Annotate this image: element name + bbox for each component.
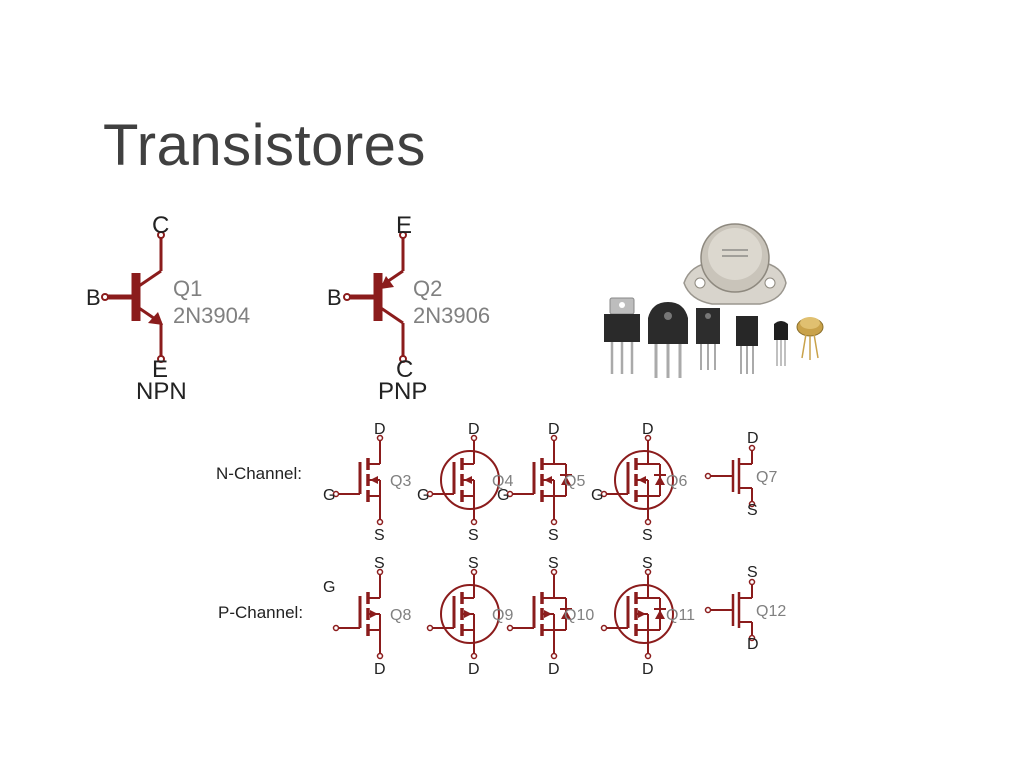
mosfet-ref-label: Q6	[666, 473, 687, 490]
terminal-d-label: D	[548, 421, 560, 438]
pnp-type-label: PNP	[378, 378, 427, 405]
mosfet-q10: S D Q10	[506, 555, 594, 678]
mosfet-ref-label: Q12	[756, 603, 786, 620]
terminal-g-label: G	[497, 487, 509, 504]
terminal-s-label: S	[374, 527, 385, 544]
to202-package-image	[736, 316, 758, 374]
mosfet-ref-label: Q9	[492, 607, 513, 624]
mosfet-q7: D S Q7	[704, 430, 777, 519]
transistor-packages-photo	[604, 223, 824, 378]
terminal-d-label: D	[374, 421, 386, 438]
pnp-ref-label: Q2	[413, 276, 442, 301]
npn-collector-label: C	[152, 212, 169, 239]
terminal-d-label: D	[374, 661, 386, 678]
to18-package-image	[796, 317, 824, 360]
mosfet-q12: S D Q12	[704, 564, 786, 653]
npn-part-label: 2N3904	[173, 303, 250, 328]
mosfet-q8: S D G Q8	[323, 555, 411, 678]
pnp-collector-label: C	[396, 356, 413, 383]
terminal-g-label: G	[323, 487, 335, 504]
terminal-s-label: S	[747, 502, 758, 519]
mosfet-ref-label: Q7	[756, 469, 777, 486]
mosfet-ref-label: Q3	[390, 473, 411, 490]
to3-package-image	[683, 223, 787, 305]
terminal-d-label: D	[747, 636, 759, 653]
mosfet-q11: S D Q11	[600, 555, 695, 678]
terminal-d-label: D	[468, 661, 480, 678]
terminal-d-label: D	[548, 661, 560, 678]
terminal-g-label: G	[591, 487, 603, 504]
terminal-s-label: S	[642, 555, 653, 572]
terminal-s-label: S	[374, 555, 385, 572]
npn-type-label: NPN	[136, 378, 187, 405]
npn-transistor-symbol	[102, 232, 164, 362]
terminal-d-label: D	[642, 421, 654, 438]
terminal-s-label: S	[548, 555, 559, 572]
pnp-base-label: B	[327, 285, 342, 310]
mosfet-symbols: DSGQ3DSGQ4DSGQ5DSGQ6DSQ7SDGQ8SDQ9SDQ10SD…	[323, 421, 786, 678]
terminal-g-label: G	[323, 579, 335, 596]
n-channel-label: N-Channel:	[216, 464, 302, 483]
npn-ref-label: Q1	[173, 276, 202, 301]
terminal-d-label: D	[468, 421, 480, 438]
mosfet-ref-label: Q10	[564, 607, 594, 624]
terminal-d-label: D	[747, 430, 759, 447]
terminal-s-label: S	[747, 564, 758, 581]
terminal-s-label: S	[642, 527, 653, 544]
terminal-d-label: D	[642, 661, 654, 678]
terminal-s-label: S	[468, 555, 479, 572]
terminal-s-label: S	[468, 527, 479, 544]
to3p-package-image	[648, 302, 688, 378]
mosfet-q3: D S G Q3	[323, 421, 411, 544]
slide-title: Transistores	[103, 113, 426, 178]
pnp-emitter-label: E	[396, 212, 412, 239]
mosfet-ref-label: Q8	[390, 607, 411, 624]
mosfet-ref-label: Q4	[492, 473, 513, 490]
to220-package-image	[604, 297, 640, 374]
p-channel-label: P-Channel:	[218, 603, 303, 622]
mosfet-q5: D S G Q5	[497, 421, 585, 544]
mosfet-ref-label: Q5	[564, 473, 585, 490]
terminal-s-label: S	[548, 527, 559, 544]
terminal-g-label: G	[417, 487, 429, 504]
pnp-transistor-symbol	[344, 232, 406, 362]
pnp-part-label: 2N3906	[413, 303, 490, 328]
mosfet-q6: D S G Q6	[591, 421, 687, 544]
mosfet-q9: S D Q9	[426, 555, 513, 678]
mosfet-ref-label: Q11	[666, 607, 695, 624]
to92-package-image	[774, 321, 788, 366]
npn-base-label: B	[86, 285, 101, 310]
to126-package-image	[696, 308, 720, 370]
npn-emitter-label: E	[152, 356, 168, 383]
